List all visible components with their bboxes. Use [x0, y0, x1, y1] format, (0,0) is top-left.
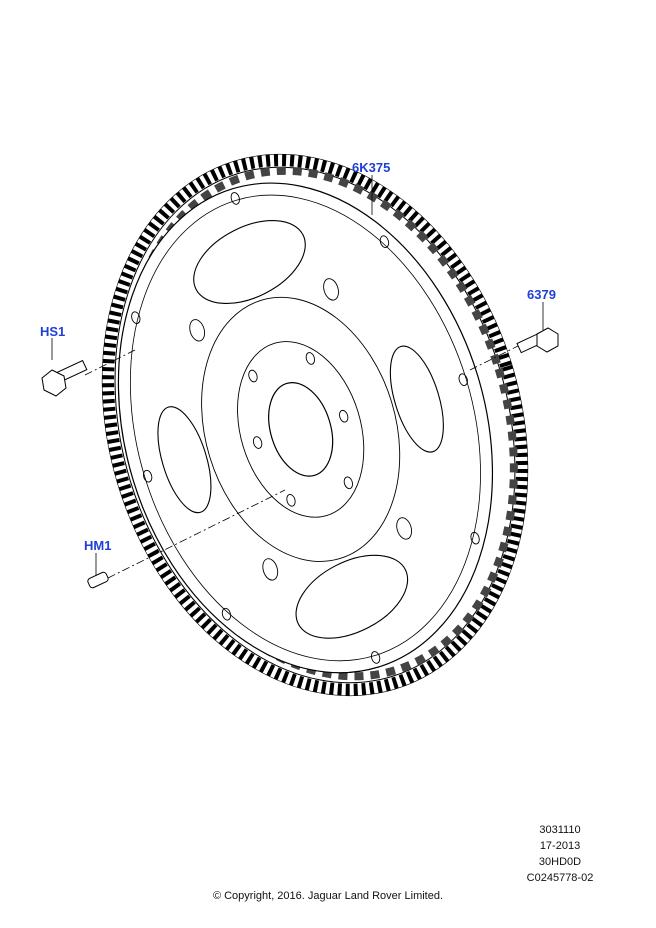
callout-hs1[interactable]: HS1 — [40, 324, 66, 339]
callout-hm1[interactable]: HM1 — [84, 538, 112, 553]
dowel-hm1-part — [87, 571, 109, 589]
callout-6k375[interactable]: 6K375 — [352, 160, 391, 175]
flywheel-plate — [117, 182, 494, 674]
copyright-notice: © Copyright, 2016. Jaguar Land Rover Lim… — [212, 890, 444, 902]
center-bore — [268, 382, 334, 477]
ring-gear-teeth — [102, 154, 528, 696]
diagram-ref-2: 17-2013 — [539, 840, 581, 852]
callout-6379[interactable]: 6379 — [527, 287, 556, 302]
diagram-ref-3: 30HD0D — [538, 856, 582, 868]
diagram-ref-4: C0245778-02 — [526, 872, 594, 884]
bolt-6379-part — [516, 327, 559, 354]
bolt-hs1-part — [41, 359, 88, 397]
diagram-ref-1: 3031110 — [539, 824, 581, 836]
